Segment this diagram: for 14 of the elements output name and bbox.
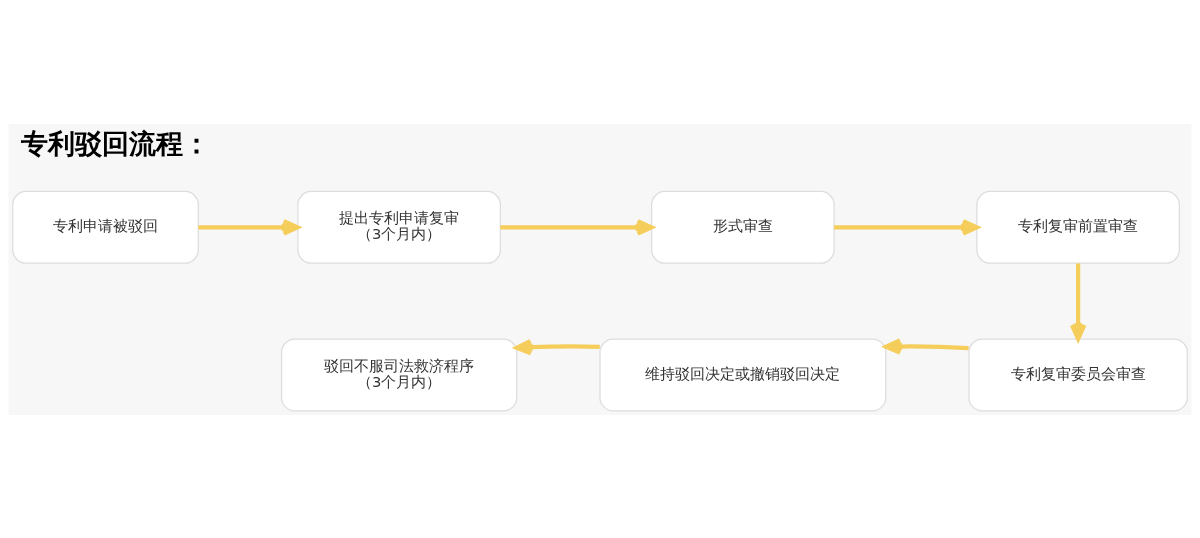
- node-box: 专利复审委员会审查: [968, 337, 1188, 411]
- node-box: 驳回不服司法救济程序 （3个月内）: [280, 337, 518, 411]
- node-box: 提出专利申请复审 （3个月内）: [297, 190, 501, 264]
- arrow: [884, 337, 969, 355]
- diagram-title: 专利驳回流程：: [21, 127, 211, 159]
- node-box: 形式审查: [651, 190, 835, 264]
- node-box: 维持驳回决定或撤销驳回决定: [599, 337, 887, 411]
- arrow: [500, 218, 654, 236]
- arrow: [514, 338, 600, 355]
- arrow: [1069, 263, 1087, 341]
- arrow: [834, 218, 979, 236]
- arrow: [198, 218, 300, 236]
- node-box: 专利复审前置审查: [976, 190, 1180, 264]
- node-box: 专利申请被驳回: [12, 190, 199, 264]
